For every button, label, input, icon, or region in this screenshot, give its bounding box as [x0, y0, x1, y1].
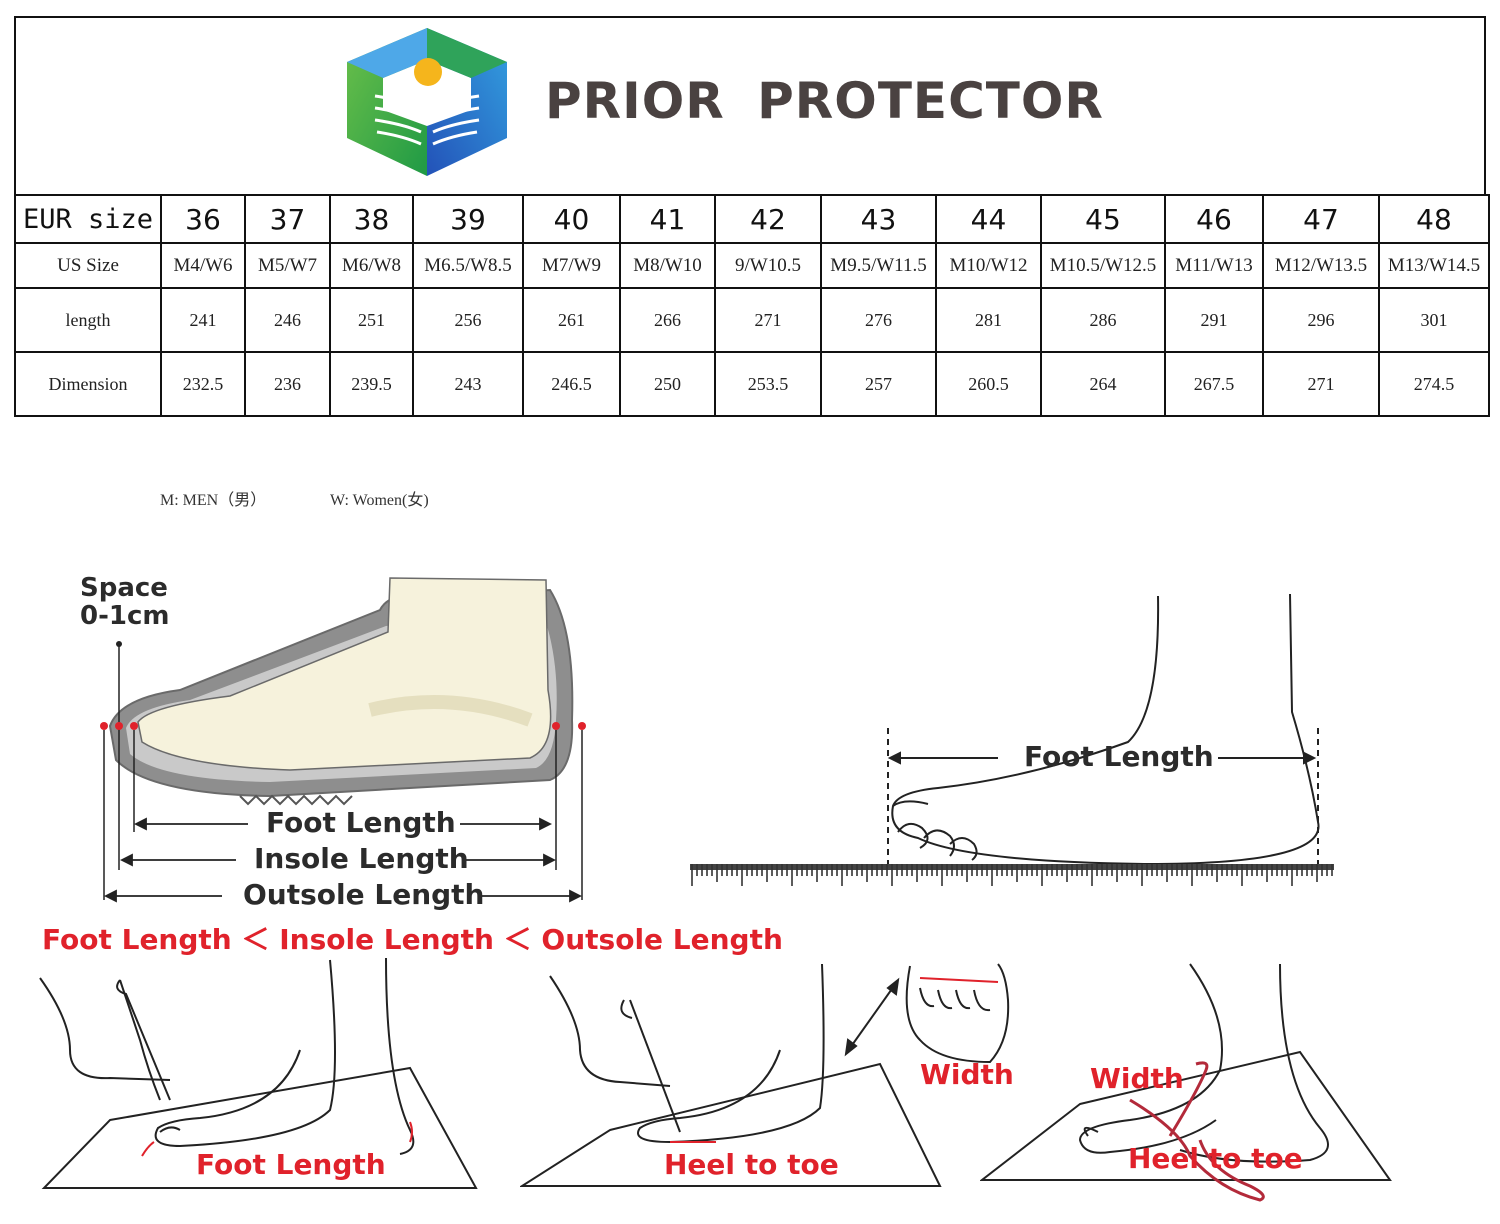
- row-header-us: US Size: [14, 242, 162, 289]
- cell-length: 261: [522, 287, 621, 353]
- cell-dimension: 271: [1262, 351, 1380, 417]
- measure-step3-illustration: [980, 963, 1392, 1202]
- cell-us: M10/W12: [935, 242, 1042, 289]
- legend-men: M: MEN（男）: [160, 492, 267, 509]
- cell-length: 266: [619, 287, 716, 353]
- cell-dimension: 257: [820, 351, 937, 417]
- legend-women: W: Women(女): [330, 492, 429, 509]
- cell-us: M6/W8: [329, 242, 414, 289]
- brand-logo: [347, 28, 507, 176]
- cell-eur: 37: [244, 194, 331, 244]
- step2-heel-to-toe-label: Heel to toe: [664, 1148, 839, 1181]
- cell-us: M4/W6: [160, 242, 246, 289]
- cell-length: 251: [329, 287, 414, 353]
- cell-us: M10.5/W12.5: [1040, 242, 1166, 289]
- cell-eur: 40: [522, 194, 621, 244]
- cell-us: M7/W9: [522, 242, 621, 289]
- cell-eur: 47: [1262, 194, 1380, 244]
- cell-eur: 36: [160, 194, 246, 244]
- cell-length: 286: [1040, 287, 1166, 353]
- cell-eur: 38: [329, 194, 414, 244]
- cell-eur: 42: [714, 194, 822, 244]
- cell-dimension: 239.5: [329, 351, 414, 417]
- cell-length: 276: [820, 287, 937, 353]
- ruler-foot-length-label: Foot Length: [1024, 740, 1214, 773]
- outsole-length-label: Outsole Length: [243, 878, 485, 911]
- measure-step1-illustration: [39, 957, 478, 1189]
- step2-width-label: Width: [920, 1058, 1014, 1091]
- cell-us: 9/W10.5: [714, 242, 822, 289]
- cell-length: 291: [1164, 287, 1264, 353]
- cell-dimension: 267.5: [1164, 351, 1264, 417]
- shoe-cross-section-illustration: [100, 577, 586, 903]
- cell-us: M11/W13: [1164, 242, 1264, 289]
- cell-dimension: 264: [1040, 351, 1166, 417]
- cell-length: 296: [1262, 287, 1380, 353]
- cell-us: M6.5/W8.5: [412, 242, 524, 289]
- step3-heel-to-toe-label: Heel to toe: [1128, 1142, 1303, 1175]
- us-size-row: US Size M4/W6 M5/W7 M6/W8 M6.5/W8.5 M7/W…: [14, 242, 1490, 289]
- cell-length: 256: [412, 287, 524, 353]
- cell-length: 241: [160, 287, 246, 353]
- eur-size-row: EUR size 36 37 38 39 40 41 42 43 44 45 4…: [14, 194, 1490, 244]
- size-table: EUR size 36 37 38 39 40 41 42 43 44 45 4…: [14, 194, 1490, 417]
- space-label-line1: Space: [80, 573, 168, 603]
- cell-dimension: 236: [244, 351, 331, 417]
- cell-length: 301: [1378, 287, 1490, 353]
- cell-dimension: 260.5: [935, 351, 1042, 417]
- brand-name: PRIOR PROTECTOR: [545, 72, 1104, 130]
- foot-length-label: Foot Length: [266, 806, 456, 839]
- cell-dimension: 232.5: [160, 351, 246, 417]
- cell-us: M13/W14.5: [1378, 242, 1490, 289]
- step1-foot-length-label: Foot Length: [196, 1148, 386, 1181]
- insole-length-label: Insole Length: [254, 842, 469, 875]
- length-row: length 241 246 251 256 261 266 271 276 2…: [14, 287, 1490, 353]
- cell-eur: 41: [619, 194, 716, 244]
- row-header-length: length: [14, 287, 162, 353]
- cell-dimension: 243: [412, 351, 524, 417]
- cell-us: M12/W13.5: [1262, 242, 1380, 289]
- row-header-eur: EUR size: [14, 194, 162, 244]
- cell-eur: 43: [820, 194, 937, 244]
- cell-us: M9.5/W11.5: [820, 242, 937, 289]
- cell-us: M8/W10: [619, 242, 716, 289]
- dimension-row: Dimension 232.5 236 239.5 243 246.5 250 …: [14, 351, 1490, 417]
- foot-on-ruler-illustration: [690, 593, 1334, 886]
- cell-eur: 48: [1378, 194, 1490, 244]
- cell-dimension: 274.5: [1378, 351, 1490, 417]
- cell-length: 281: [935, 287, 1042, 353]
- cell-length: 246: [244, 287, 331, 353]
- cell-eur: 45: [1040, 194, 1166, 244]
- cell-dimension: 250: [619, 351, 716, 417]
- header-box: [14, 16, 1486, 194]
- step3-width-label: Width: [1090, 1062, 1184, 1095]
- row-header-dimension: Dimension: [14, 351, 162, 417]
- space-label-line2: 0-1cm: [80, 601, 170, 631]
- measure-step2-illustration: [520, 963, 1010, 1187]
- cell-length: 271: [714, 287, 822, 353]
- cell-eur: 39: [412, 194, 524, 244]
- cell-dimension: 253.5: [714, 351, 822, 417]
- cell-dimension: 246.5: [522, 351, 621, 417]
- length-comparison-label: Foot Length ＜ Insole Length ＜ Outsole Le…: [42, 923, 783, 956]
- cell-eur: 46: [1164, 194, 1264, 244]
- cell-us: M5/W7: [244, 242, 331, 289]
- cell-eur: 44: [935, 194, 1042, 244]
